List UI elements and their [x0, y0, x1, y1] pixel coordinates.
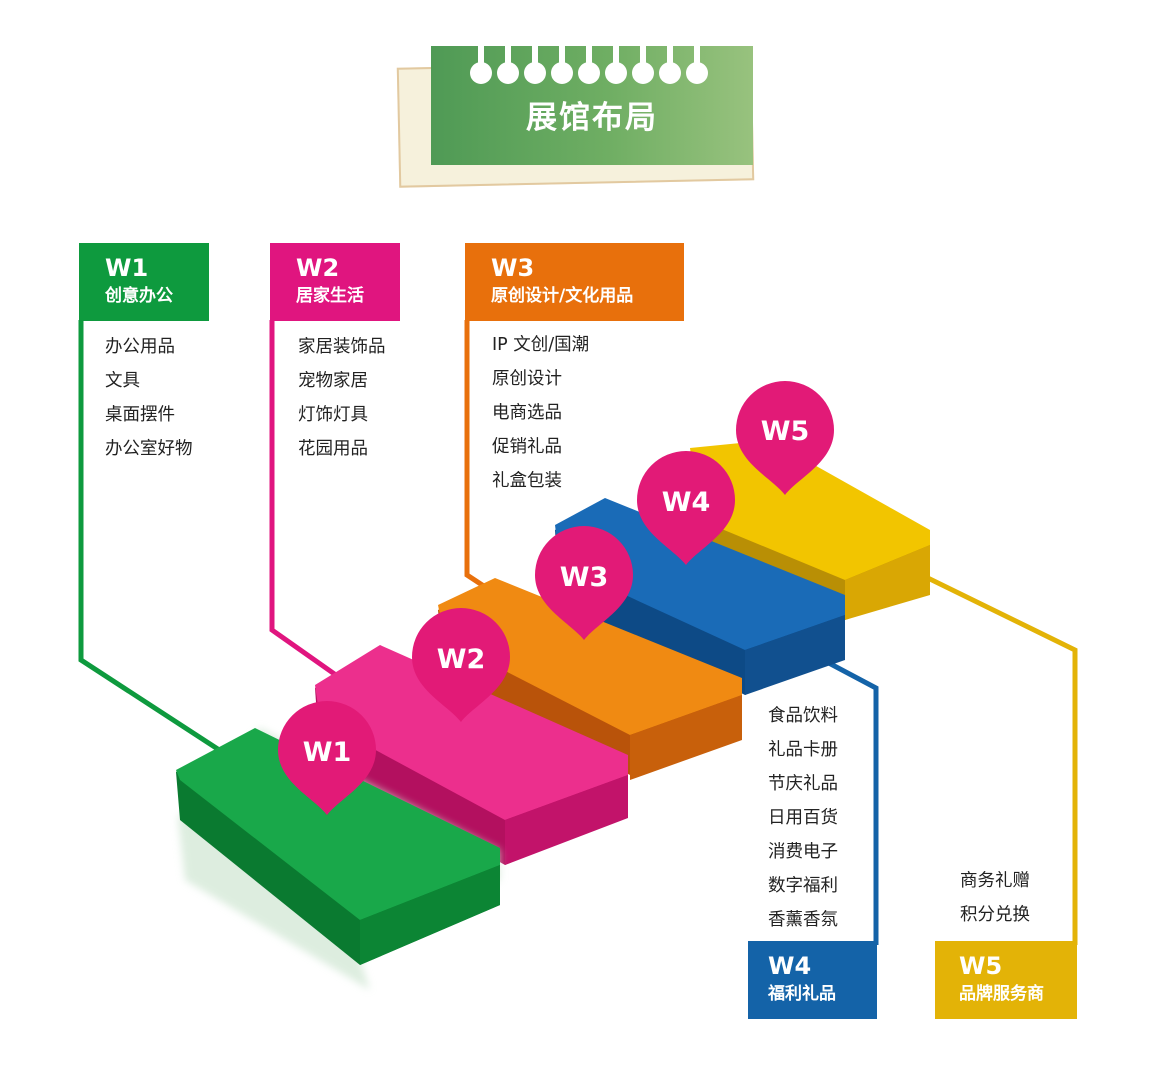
list-item: 食品饮料 — [768, 706, 838, 726]
map-pin-label-w3: W3 — [560, 562, 609, 593]
hall-items-w1: 办公用品 文具 桌面摆件 办公室好物 — [105, 330, 193, 466]
hall-card-header-w1: W1 创意办公 — [79, 243, 209, 321]
list-item: 节庆礼品 — [768, 774, 838, 794]
hall-code: W5 — [959, 952, 1003, 980]
hall-code: W3 — [491, 254, 535, 282]
hall-name: 居家生活 — [296, 286, 364, 306]
hall-card-header-w2: W2 居家生活 — [270, 243, 400, 321]
hall-block-w4 — [555, 498, 845, 695]
list-item: 灯饰灯具 — [298, 405, 368, 425]
binder-ring — [686, 44, 708, 84]
hall-card-header-w5: W5 品牌服务商 — [935, 941, 1077, 1019]
map-pin-w3: W3 — [535, 526, 633, 640]
hall-items-w3: IP 文创/国潮 原创设计 电商选品 促销礼品 礼盒包装 — [492, 328, 589, 498]
binder-ring — [470, 44, 492, 84]
list-item: 原创设计 — [492, 369, 562, 389]
hall-block-w3 — [438, 578, 742, 780]
hall-items-w5: 商务礼赠 积分兑换 — [960, 864, 1030, 932]
map-pin-w2: W2 — [412, 608, 510, 722]
hall-code: W1 — [105, 254, 149, 282]
map-pin-w4: W4 — [637, 451, 735, 565]
binder-ring — [605, 44, 627, 84]
hall-block-w1 — [176, 728, 500, 990]
hall-name: 原创设计/文化用品 — [491, 286, 634, 306]
hall-block-w5 — [690, 440, 930, 620]
list-item: 电商选品 — [492, 403, 562, 423]
hall-card-header-w4: W4 福利礼品 — [748, 941, 877, 1019]
hall-items-w4: 食品饮料 礼品卡册 节庆礼品 日用百货 消费电子 数字福利 香薰香氛 — [768, 699, 838, 937]
list-item: 办公用品 — [105, 337, 175, 357]
hall-name: 品牌服务商 — [959, 984, 1044, 1004]
list-item: 礼品卡册 — [768, 740, 838, 760]
hall-block-w2 — [315, 645, 628, 865]
list-item: 商务礼赠 — [960, 871, 1030, 891]
binder-ring — [524, 44, 546, 84]
page-title: 展馆布局 — [526, 100, 658, 136]
binder-ring — [578, 44, 600, 84]
list-item: 积分兑换 — [960, 905, 1030, 925]
list-item: 消费电子 — [768, 842, 838, 862]
list-item: 文具 — [105, 371, 140, 391]
list-item: 花园用品 — [298, 439, 368, 459]
binder-rings — [470, 44, 720, 84]
list-item: 日用百货 — [768, 808, 838, 828]
list-item: 办公室好物 — [105, 439, 193, 459]
hall-name: 福利礼品 — [768, 984, 836, 1004]
list-item: 家居装饰品 — [298, 337, 386, 357]
leader-line-w2 — [269, 320, 362, 695]
binder-ring — [659, 44, 681, 84]
map-pin-label-w2: W2 — [437, 644, 486, 675]
binder-ring — [632, 44, 654, 84]
list-item: 香薰香氛 — [768, 910, 838, 930]
list-item: 促销礼品 — [492, 437, 562, 457]
list-item: IP 文创/国潮 — [492, 335, 590, 355]
map-pin-label-w1: W1 — [303, 737, 352, 768]
map-pin-w1: W1 — [278, 701, 376, 815]
leader-line-w1 — [78, 320, 252, 773]
list-item: 宠物家居 — [298, 371, 368, 391]
list-item: 数字福利 — [768, 876, 838, 896]
hall-name: 创意办公 — [105, 286, 173, 306]
binder-ring — [551, 44, 573, 84]
map-pin-w5: W5 — [736, 381, 834, 495]
map-pin-label-w5: W5 — [761, 416, 810, 447]
hall-code: W4 — [768, 952, 812, 980]
hall-items-w2: 家居装饰品 宠物家居 灯饰灯具 花园用品 — [298, 330, 386, 466]
map-pin-label-w4: W4 — [662, 487, 711, 518]
list-item: 礼盒包装 — [492, 471, 562, 491]
list-item: 桌面摆件 — [105, 405, 175, 425]
hall-card-header-w3: W3 原创设计/文化用品 — [465, 243, 684, 321]
binder-ring — [497, 44, 519, 84]
hall-code: W2 — [296, 254, 340, 282]
